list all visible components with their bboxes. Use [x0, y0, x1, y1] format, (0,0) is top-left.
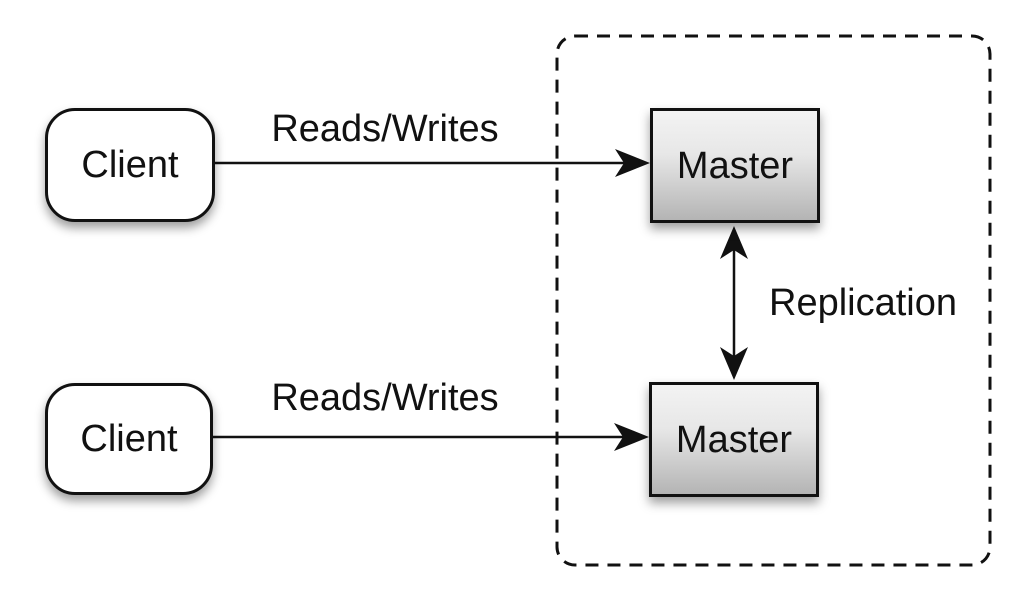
- node-client-bottom-label: Client: [80, 418, 178, 460]
- node-master-top: Master: [650, 108, 820, 223]
- edge-reads-writes-bottom: [213, 423, 649, 451]
- node-client-top-label: Client: [81, 144, 179, 186]
- arrowhead-right-icon: [615, 149, 650, 177]
- arrowhead-down-icon: [720, 347, 748, 380]
- node-client-top: Client: [45, 108, 215, 222]
- edge-replication: [720, 226, 748, 380]
- node-master-top-label: Master: [676, 144, 794, 187]
- edge-label-reads-writes-top: Reads/Writes: [271, 108, 499, 150]
- arrowhead-up-icon: [720, 226, 748, 259]
- node-master-bottom-label: Master: [675, 418, 793, 461]
- node-client-bottom: Client: [45, 383, 213, 495]
- node-master-bottom: Master: [649, 382, 819, 497]
- edge-reads-writes-top: [215, 149, 650, 177]
- edge-label-replication: Replication: [769, 282, 957, 324]
- arrowhead-right-icon: [614, 423, 649, 451]
- edge-label-reads-writes-bottom: Reads/Writes: [271, 377, 499, 419]
